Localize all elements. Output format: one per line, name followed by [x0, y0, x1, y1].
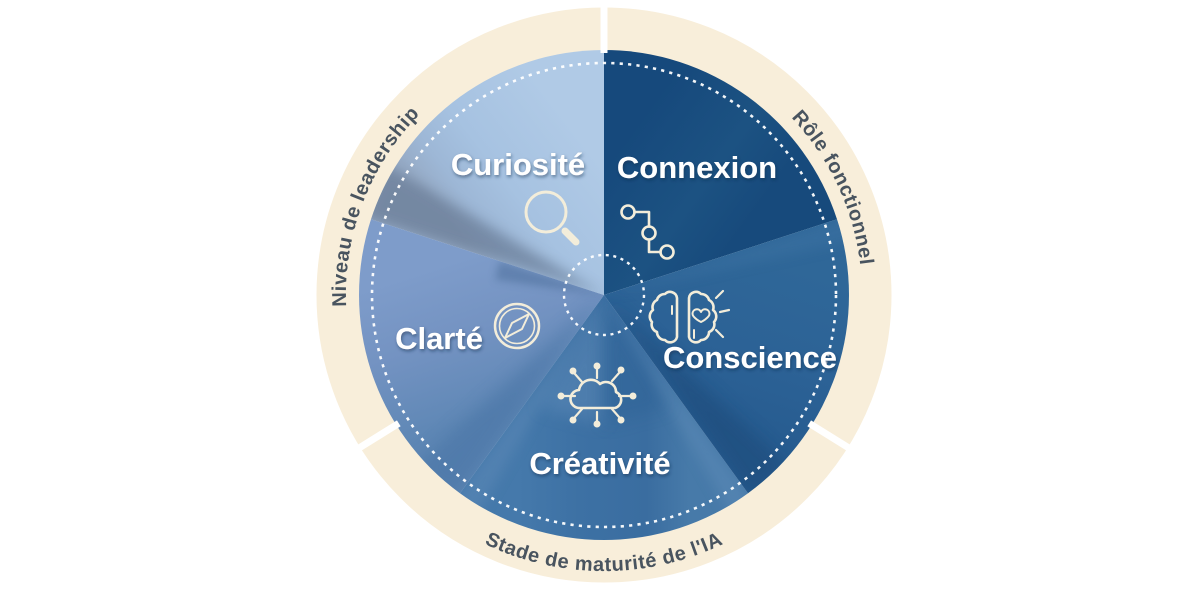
- magnifier-icon: [524, 190, 580, 246]
- segment-label-creativite: Créativité: [529, 446, 670, 481]
- network-nodes-icon: [620, 204, 675, 260]
- dotted-circle-center: [562, 253, 646, 337]
- segment-labels: Curiosité Connexion Clarté Créativité Co…: [395, 147, 837, 481]
- segment-label-connexion: Connexion: [617, 150, 777, 185]
- ring-gap-bottom-left: [355, 420, 401, 453]
- segment-label-clarte: Clarté: [395, 321, 483, 356]
- compass-icon: [493, 302, 541, 350]
- connected-cloud-icon: [557, 362, 637, 428]
- fold-shading: [371, 163, 849, 519]
- segment-conscience: [604, 219, 849, 494]
- segment-label-conscience: Conscience: [663, 340, 837, 375]
- dotted-circle-outer: [370, 61, 838, 529]
- segment-label-curiosite: Curiosité: [451, 147, 585, 182]
- segment-connexion: [604, 50, 837, 295]
- segment-clarte: [359, 219, 604, 494]
- ring-gaps: [355, 4, 853, 453]
- brain-heart-icon: [648, 289, 731, 344]
- ring-gap-bottom-right: [807, 420, 853, 453]
